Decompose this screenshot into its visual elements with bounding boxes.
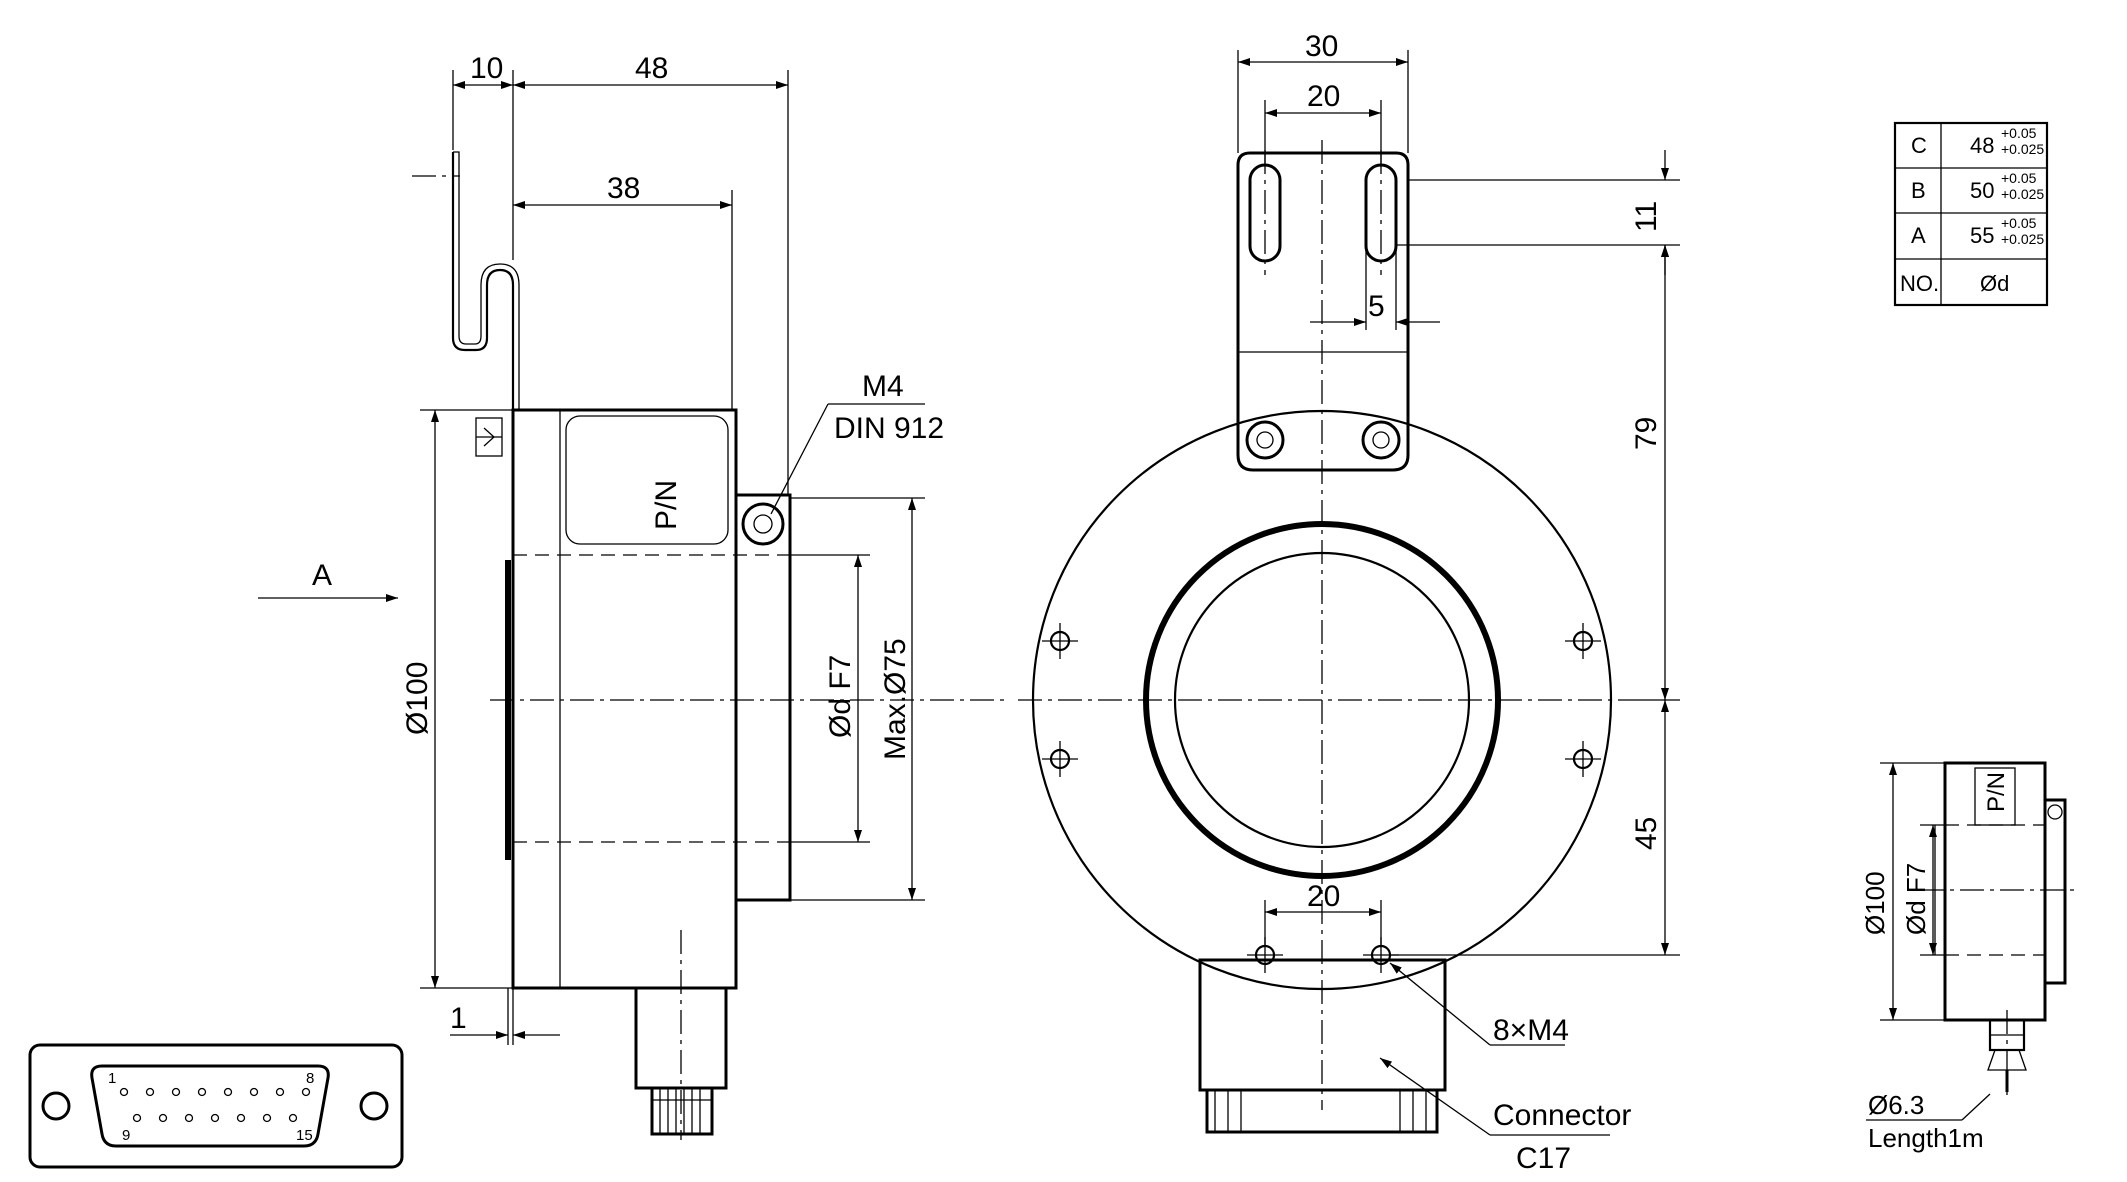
dim-slot-width: 5 bbox=[1368, 290, 1385, 323]
table-header-no: NO. bbox=[1900, 271, 1939, 296]
cable-length: Length1m bbox=[1868, 1123, 1984, 1153]
dim-plate-thickness: 1 bbox=[450, 1002, 467, 1035]
dsub-pin bbox=[158, 1113, 168, 1123]
clamp-ring bbox=[734, 493, 792, 902]
dsub-pin bbox=[275, 1087, 285, 1097]
dsub-pins-bottom bbox=[132, 1113, 298, 1123]
dim-slot-length: 11 bbox=[1630, 201, 1663, 232]
table-row-value: 50 bbox=[1970, 178, 1994, 203]
cable-view-clamp bbox=[2043, 798, 2067, 985]
holes-callout: 8×M4 bbox=[1493, 1014, 1569, 1047]
pin-label-8: 8 bbox=[306, 1070, 314, 1087]
table-row-value: 48 bbox=[1970, 133, 1994, 158]
table-row-no: B bbox=[1911, 178, 1926, 203]
cable-dim-outer: Ø100 bbox=[1860, 871, 1890, 935]
clamp-screw-head bbox=[741, 502, 785, 546]
connector-callout: Connector bbox=[1493, 1099, 1631, 1132]
cable-dim-bore: Ød F7 bbox=[1901, 863, 1931, 935]
table-row-tol-upper: +0.05 bbox=[2001, 125, 2037, 141]
dsub-pin bbox=[145, 1087, 155, 1097]
table-row-no: A bbox=[1911, 223, 1926, 248]
side-view: P/N 10 48 38 Ø100 Ød F7 bbox=[258, 52, 1010, 1140]
pin-label-1: 1 bbox=[108, 1070, 116, 1087]
dsub-mount-hole-right bbox=[359, 1091, 389, 1121]
dsub-pin bbox=[301, 1087, 311, 1097]
dsub-pin bbox=[132, 1113, 142, 1123]
dsub-pin bbox=[210, 1113, 220, 1123]
dsub-pin bbox=[119, 1087, 129, 1097]
dim-upper-height: 79 bbox=[1630, 417, 1663, 450]
table-row-tol-lower: +0.025 bbox=[2001, 231, 2044, 247]
screw-size: M4 bbox=[862, 370, 904, 403]
dim-max-bore: Max.Ø75 bbox=[879, 638, 912, 760]
dsub-pins-top bbox=[119, 1087, 311, 1097]
front-bracket-screw-left bbox=[1245, 420, 1285, 460]
dsub-connector: 1 8 9 15 bbox=[28, 1043, 404, 1169]
cable-view-pn: P/N bbox=[1983, 772, 2010, 812]
dim-bracket-width: 30 bbox=[1305, 30, 1338, 63]
pin-label-9: 9 bbox=[122, 1127, 130, 1144]
view-marker: A bbox=[312, 559, 332, 592]
dsub-pin bbox=[236, 1113, 246, 1123]
mounting-spring-plate bbox=[451, 152, 515, 880]
cable-view: P/N Ø100 Ød F7 Ø6.3 Length1m bbox=[1860, 761, 2075, 1153]
dsub-mount-hole-left bbox=[41, 1091, 71, 1121]
table-row-tol-lower: +0.025 bbox=[2001, 141, 2044, 157]
connector-type: C17 bbox=[1516, 1142, 1571, 1175]
screw-standard: DIN 912 bbox=[834, 412, 944, 445]
dim-lower-height: 45 bbox=[1630, 817, 1663, 850]
pin-label-15: 15 bbox=[296, 1127, 313, 1144]
dsub-pin bbox=[249, 1087, 259, 1097]
mounting-screw bbox=[475, 417, 503, 457]
table-row-tol-lower: +0.025 bbox=[2001, 186, 2044, 202]
table-row-no: C bbox=[1911, 133, 1927, 158]
front-bracket bbox=[1236, 151, 1410, 472]
dsub-pin bbox=[262, 1113, 272, 1123]
dim-total-length: 48 bbox=[635, 52, 668, 85]
encoder-body bbox=[511, 408, 738, 990]
dim-bottom-pitch: 20 bbox=[1307, 880, 1340, 913]
dim-slot-pitch: 20 bbox=[1307, 80, 1340, 113]
table-row-tol-upper: +0.05 bbox=[2001, 215, 2037, 231]
pn-label-plate bbox=[565, 415, 729, 545]
dsub-pin bbox=[171, 1087, 181, 1097]
dsub-pin bbox=[288, 1113, 298, 1123]
dim-flange-offset: 10 bbox=[470, 52, 503, 85]
cable-diameter: Ø6.3 bbox=[1868, 1090, 1924, 1120]
dim-outer-diameter: Ø100 bbox=[401, 662, 434, 735]
table-row-tol-upper: +0.05 bbox=[2001, 170, 2037, 186]
pn-label: P/N bbox=[650, 480, 683, 530]
table-header-diameter: Ød bbox=[1980, 271, 2009, 296]
table-row-value: 55 bbox=[1970, 223, 1994, 248]
dsub-pin bbox=[197, 1087, 207, 1097]
dsub-pin bbox=[184, 1113, 194, 1123]
dsub-pin bbox=[223, 1087, 233, 1097]
dim-bore: Ød F7 bbox=[824, 655, 857, 738]
front-view: 30 20 11 5 79 45 20 8×M4 bbox=[1018, 30, 1680, 1175]
front-bracket-screw-right bbox=[1361, 420, 1401, 460]
dsub-shell bbox=[90, 1064, 330, 1148]
dim-body-length: 38 bbox=[607, 172, 640, 205]
